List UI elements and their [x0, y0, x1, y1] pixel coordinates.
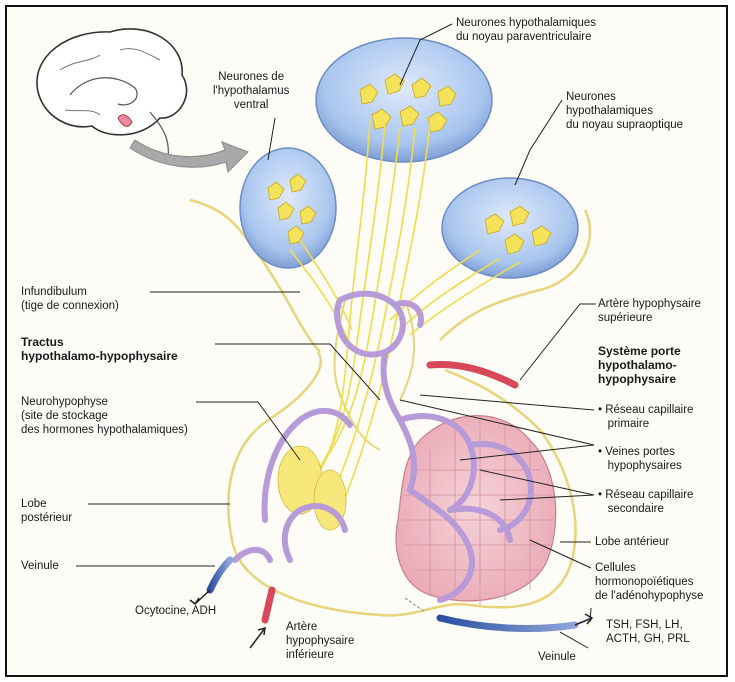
- bottom-venule: [440, 618, 575, 629]
- label-systeme-porte: Système porte hypothalamo- hypophysaire: [598, 344, 681, 386]
- left-venule: [210, 560, 230, 590]
- label-artere-superieure: Artère hypophysaire supérieure: [598, 297, 701, 325]
- label-reseau-primaire: • Réseau capillaire primaire: [598, 403, 693, 431]
- label-artere-inferieure: Artère hypophysaire inférieure: [286, 620, 354, 662]
- label-lobe-anterieur: Lobe antérieur: [595, 535, 669, 549]
- inferior-artery: [265, 590, 272, 620]
- label-veinule-bottom: Veinule: [538, 650, 576, 664]
- label-paraventricular: Neurones hypothalamiques du noyau parave…: [456, 16, 596, 44]
- label-supraoptic: Neurones hypothalamiques du noyau suprao…: [566, 90, 683, 132]
- ocytocine-arrow-icon: [190, 590, 210, 604]
- label-infundibulum: Infundibulum (tige de connexion): [21, 285, 119, 313]
- label-ventral: Neurones de l'hypothalamus ventral: [213, 70, 289, 112]
- label-veinule-left: Veinule: [21, 559, 59, 573]
- label-veines-portes: • Veines portes hypophysaires: [598, 445, 682, 473]
- label-neurohypophyse: Neurohypophyse (site de stockage des hor…: [21, 395, 188, 437]
- label-cellules: Cellules hormonopoïétiques de l'adénohyp…: [595, 561, 703, 603]
- brain-inset-icon: [37, 29, 187, 160]
- hormones-arrow-icon: [575, 614, 592, 625]
- label-reseau-secondaire: • Réseau capillaire secondaire: [598, 488, 693, 516]
- dashed-vessel: [405, 598, 425, 612]
- label-tractus: Tractus hypothalamo-hypophysaire: [21, 335, 178, 363]
- paraventricular-nucleus: [316, 38, 492, 162]
- label-hormones: TSH, FSH, LH, ACTH, GH, PRL: [606, 618, 690, 646]
- zoom-arrow-icon: [130, 140, 248, 172]
- artery-in-arrow-icon: [250, 628, 265, 648]
- label-ocytocine: Ocytocine, ADH: [135, 604, 216, 618]
- label-lobe-posterieur: Lobe postérieur: [21, 497, 72, 525]
- supraoptic-nucleus: [442, 178, 578, 278]
